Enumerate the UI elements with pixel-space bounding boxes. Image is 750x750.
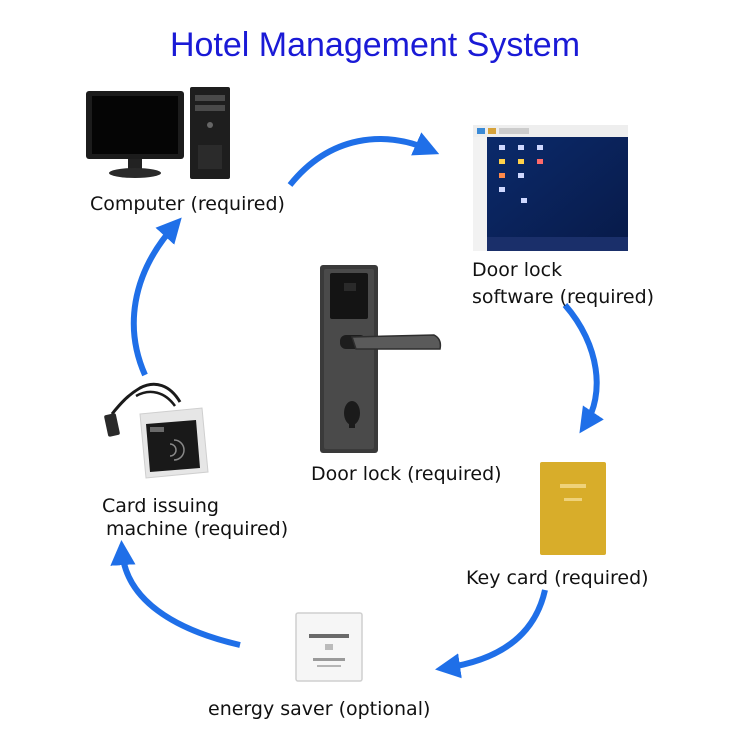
arrow-keycard-to-energysaver xyxy=(435,589,548,679)
card-issuer-label-line2: machine (required) xyxy=(106,518,289,540)
energy-saver-label: energy saver (optional) xyxy=(208,698,431,720)
key-card-label: Key card (required) xyxy=(466,567,649,589)
arrow-software-to-keycard xyxy=(562,303,604,434)
arrow-computer-to-software xyxy=(287,132,440,187)
key-card-icon xyxy=(540,462,606,555)
card-issuing-machine-icon xyxy=(104,382,209,479)
software-label-line2: software (required) xyxy=(472,286,655,308)
computer-icon xyxy=(86,87,230,179)
energy-saver-icon xyxy=(295,612,363,682)
software-screenshot xyxy=(473,125,628,251)
door-lock-label: Door lock (required) xyxy=(311,463,502,485)
arrow-issuer-to-computer xyxy=(130,217,182,377)
card-issuer-label-line1: Card issuing xyxy=(102,495,219,517)
diagram-title: Hotel Management System xyxy=(169,26,581,64)
door-lock-icon xyxy=(320,265,442,453)
computer-label: Computer (required) xyxy=(90,193,285,215)
arrow-energysaver-to-issuer xyxy=(110,539,241,648)
software-label-line1: Door lock xyxy=(472,259,563,281)
